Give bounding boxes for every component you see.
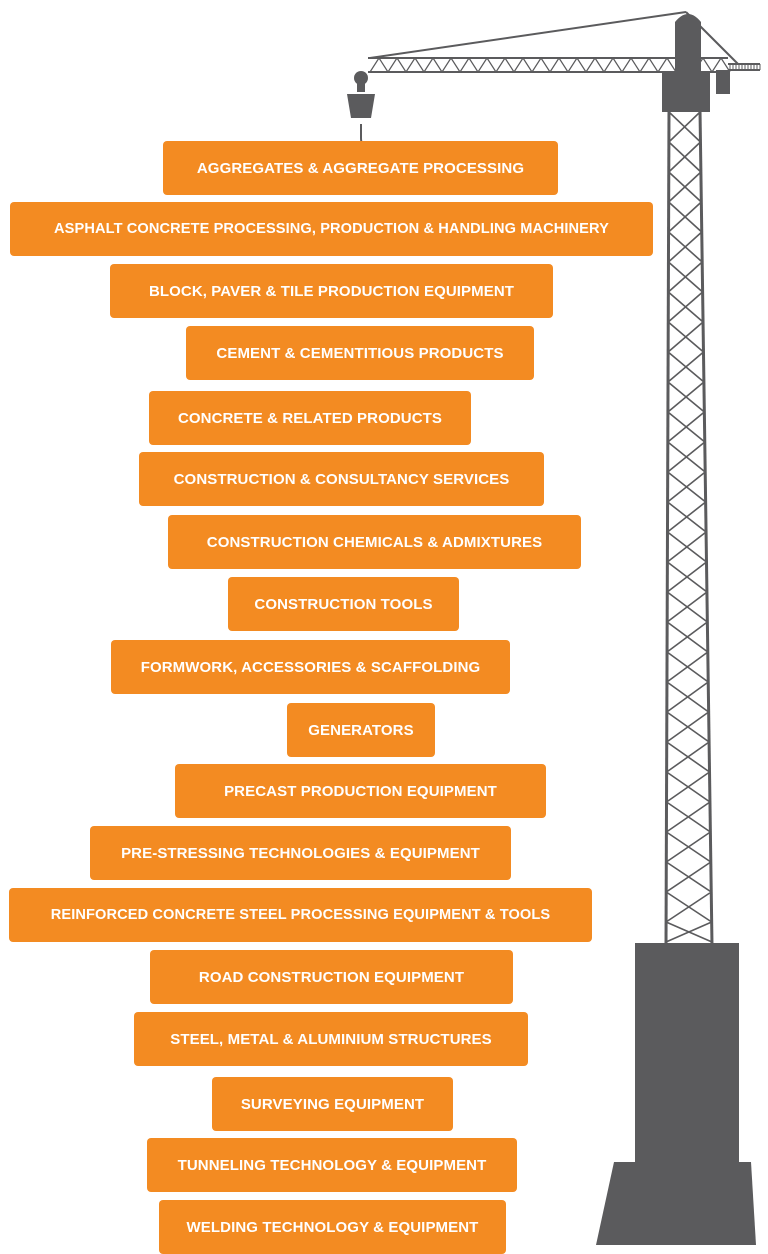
- category-aggregates[interactable]: AGGREGATES & AGGREGATE PROCESSING: [163, 141, 558, 195]
- category-concrete[interactable]: CONCRETE & RELATED PRODUCTS: [149, 391, 471, 445]
- category-pre-stressing[interactable]: PRE-STRESSING TECHNOLOGIES & EQUIPMENT: [90, 826, 511, 880]
- category-cement[interactable]: CEMENT & CEMENTITIOUS PRODUCTS: [186, 326, 534, 380]
- category-welding[interactable]: WELDING TECHNOLOGY & EQUIPMENT: [159, 1200, 506, 1254]
- category-construction-tools[interactable]: CONSTRUCTION TOOLS: [228, 577, 459, 631]
- category-block-paver-tile[interactable]: BLOCK, PAVER & TILE PRODUCTION EQUIPMENT: [110, 264, 553, 318]
- category-steel-structures[interactable]: STEEL, METAL & ALUMINIUM STRUCTURES: [134, 1012, 528, 1066]
- category-generators[interactable]: GENERATORS: [287, 703, 435, 757]
- category-construction-services[interactable]: CONSTRUCTION & CONSULTANCY SERVICES: [139, 452, 544, 506]
- category-construction-chemicals[interactable]: CONSTRUCTION CHEMICALS & ADMIXTURES: [168, 515, 581, 569]
- category-precast[interactable]: PRECAST PRODUCTION EQUIPMENT: [175, 764, 546, 818]
- category-road-construction[interactable]: ROAD CONSTRUCTION EQUIPMENT: [150, 950, 513, 1004]
- category-reinforced-steel[interactable]: REINFORCED CONCRETE STEEL PROCESSING EQU…: [9, 888, 592, 942]
- category-surveying[interactable]: SURVEYING EQUIPMENT: [212, 1077, 453, 1131]
- category-formwork[interactable]: FORMWORK, ACCESSORIES & SCAFFOLDING: [111, 640, 510, 694]
- category-tunneling[interactable]: TUNNELING TECHNOLOGY & EQUIPMENT: [147, 1138, 517, 1192]
- category-asphalt-concrete[interactable]: ASPHALT CONCRETE PROCESSING, PRODUCTION …: [10, 202, 653, 256]
